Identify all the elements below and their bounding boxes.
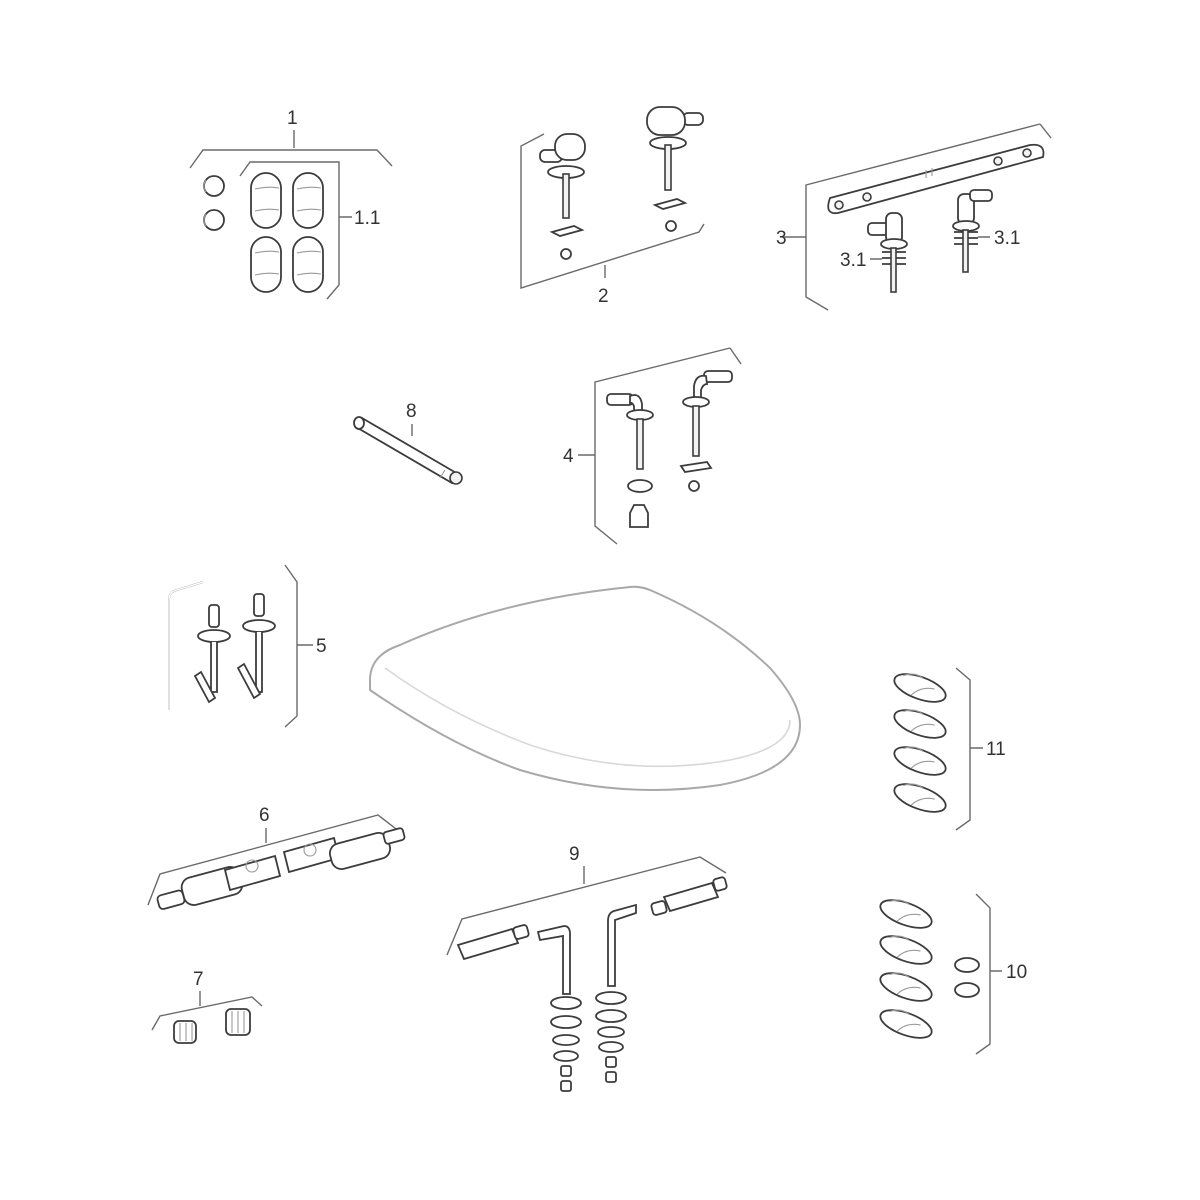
- small-round-buffer-icon: [954, 957, 980, 998]
- bracket-3: [783, 123, 1052, 311]
- bracket-1: [189, 130, 393, 169]
- top-fix-anchor-icon: [193, 593, 276, 704]
- bracket-8: [151, 991, 263, 1031]
- hex-key-icon: [168, 581, 204, 710]
- part-8-group: 7: [151, 969, 263, 1044]
- bracket-2: [520, 133, 705, 289]
- bracket-6: [284, 564, 313, 728]
- label-10: 10: [1006, 962, 1027, 983]
- part-7-group: 6: [147, 805, 406, 910]
- part-10-group: 10: [879, 893, 1027, 1055]
- part-4-group: 4: [563, 347, 742, 545]
- part-9-group: 9: [446, 844, 728, 1092]
- label-11: 11: [986, 739, 1006, 760]
- oval-pad-icon: [250, 172, 324, 293]
- hinge-post-icon: [867, 189, 993, 293]
- hinge-plate-icon: [827, 143, 1045, 215]
- part-1-group: 1 1.1: [189, 108, 393, 300]
- label-4: 4: [563, 446, 574, 467]
- damper-axle-icon: [156, 827, 406, 910]
- label-3: 3: [776, 228, 787, 249]
- hinge-pin-icon: [539, 106, 704, 260]
- label-9: 9: [569, 844, 580, 865]
- label-3-1-left: 3.1: [840, 250, 866, 271]
- label-2: 2: [598, 286, 609, 307]
- angled-hinge-bolt-icon: [606, 370, 733, 528]
- bracket-7: [147, 814, 401, 906]
- part-6-group: 5: [168, 564, 327, 728]
- bracket-4: [578, 347, 742, 545]
- bracket-11: [955, 667, 983, 831]
- oval-buffer-icon: [879, 899, 933, 1039]
- oval-buffer-icon: [893, 673, 947, 813]
- bracket-10: [975, 893, 1002, 1055]
- label-7: 6: [259, 805, 270, 826]
- part-11-group: 11: [893, 667, 1006, 831]
- bushing-icon: [173, 1008, 251, 1044]
- washer-stack-icon: [550, 991, 627, 1092]
- toilet-seat-lid: [369, 585, 802, 791]
- label-6: 5: [316, 636, 327, 657]
- bracket-1-1: [239, 161, 352, 300]
- part-5-group: 8: [353, 401, 463, 485]
- part-2-group: 2: [520, 106, 705, 307]
- label-3-1-right: 3.1: [994, 228, 1020, 249]
- axle-rod-icon: [353, 416, 463, 485]
- hinge-kit-icon: [456, 876, 728, 1092]
- label-8: 7: [193, 969, 204, 990]
- leader-3-1: [870, 236, 990, 260]
- round-buffer-icon: [203, 175, 225, 231]
- label-1-1: 1.1: [354, 208, 380, 229]
- bracket-9: [446, 856, 727, 956]
- label-1: 1: [287, 108, 298, 129]
- part-3-group: 3 3.1 3.1: [776, 123, 1052, 311]
- label-5: 8: [406, 401, 417, 422]
